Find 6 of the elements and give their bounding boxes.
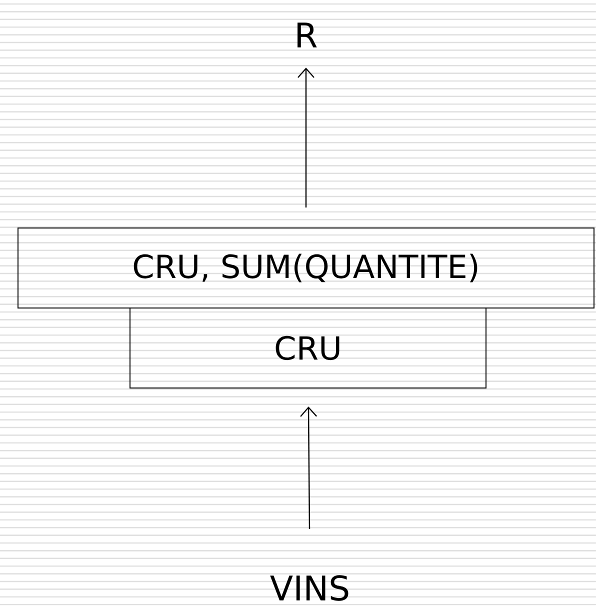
node-label: R xyxy=(298,22,317,48)
process-box: CRU xyxy=(130,308,486,388)
process-box: CRU, SUM(QUANTITE) xyxy=(18,228,594,308)
arrow xyxy=(298,68,314,208)
arrow xyxy=(300,406,317,529)
node-label: VINS xyxy=(270,575,348,601)
